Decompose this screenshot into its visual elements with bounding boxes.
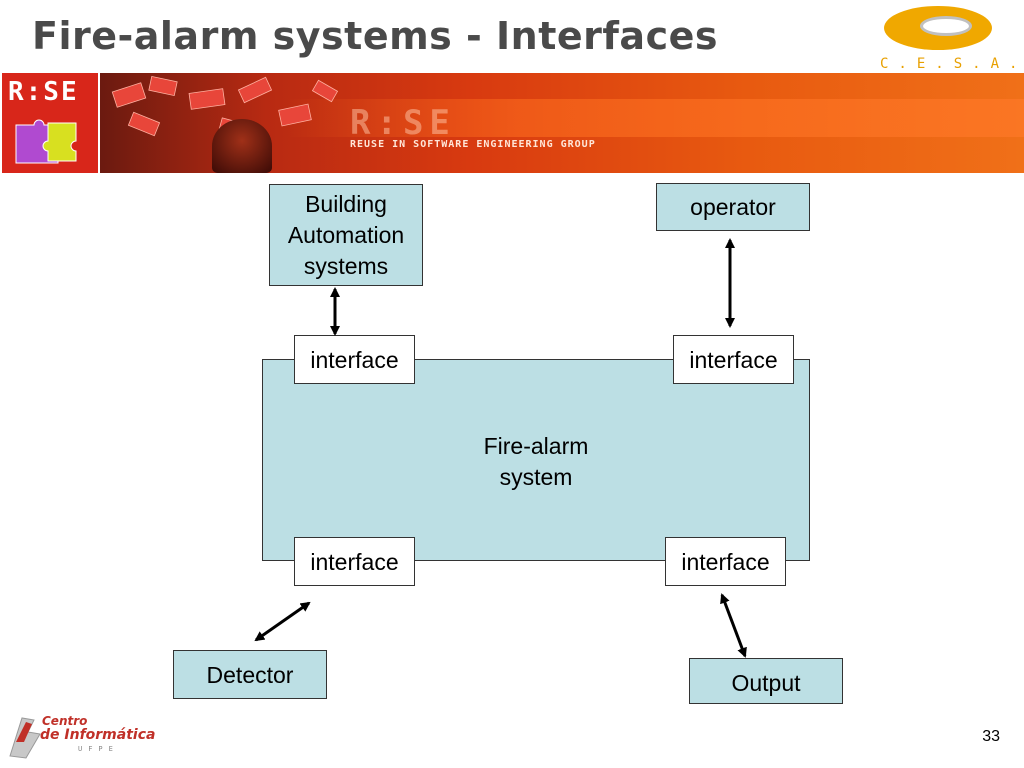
centro-informatica-logo: Centro de Informática UFPE — [4, 712, 155, 764]
node-interface-top-right: interface — [673, 335, 794, 384]
node-interface-bottom-right: interface — [665, 537, 786, 586]
rise-tagline: REUSE IN SOFTWARE ENGINEERING GROUP — [350, 139, 596, 150]
rise-logo: R:SE — [2, 73, 98, 173]
ci-logo-icon — [9, 717, 41, 759]
puzzle-icon — [15, 119, 77, 164]
rise-watermark: R:SE — [350, 103, 456, 143]
cesar-ring-icon — [884, 6, 992, 50]
rise-logo-text: R:SE — [8, 77, 79, 107]
cesar-logo-text: C.E.S.A.R — [880, 56, 1024, 72]
node-building-automation: Building Automation systems — [269, 184, 423, 286]
edge-interface-output — [720, 593, 747, 658]
node-detector: Detector — [173, 650, 327, 699]
ci-logo-line3: UFPE — [78, 745, 119, 753]
banner-background: R:SE REUSE IN SOFTWARE ENGINEERING GROUP — [100, 73, 1024, 173]
ci-logo-line2: de Informática — [40, 727, 156, 743]
node-operator: operator — [656, 183, 810, 231]
page-number: 33 — [982, 728, 1000, 745]
slide-title: Fire-alarm systems - Interfaces — [32, 14, 718, 58]
node-interface-top-left: interface — [294, 335, 415, 384]
node-output: Output — [689, 658, 843, 704]
node-fire-alarm-system — [262, 359, 810, 561]
fire-alarm-system-label: Fire-alarm system — [483, 433, 589, 490]
rise-banner: R:SE R:SE REUSE IN SOFTWARE ENGINEERING … — [0, 73, 1024, 173]
edge-interface-detector — [254, 601, 311, 642]
cesar-logo: C.E.S.A.R — [876, 4, 1024, 74]
node-interface-bottom-left: interface — [294, 537, 415, 586]
face-graphic — [212, 119, 272, 173]
ci-logo-line1: Centro — [42, 714, 88, 728]
